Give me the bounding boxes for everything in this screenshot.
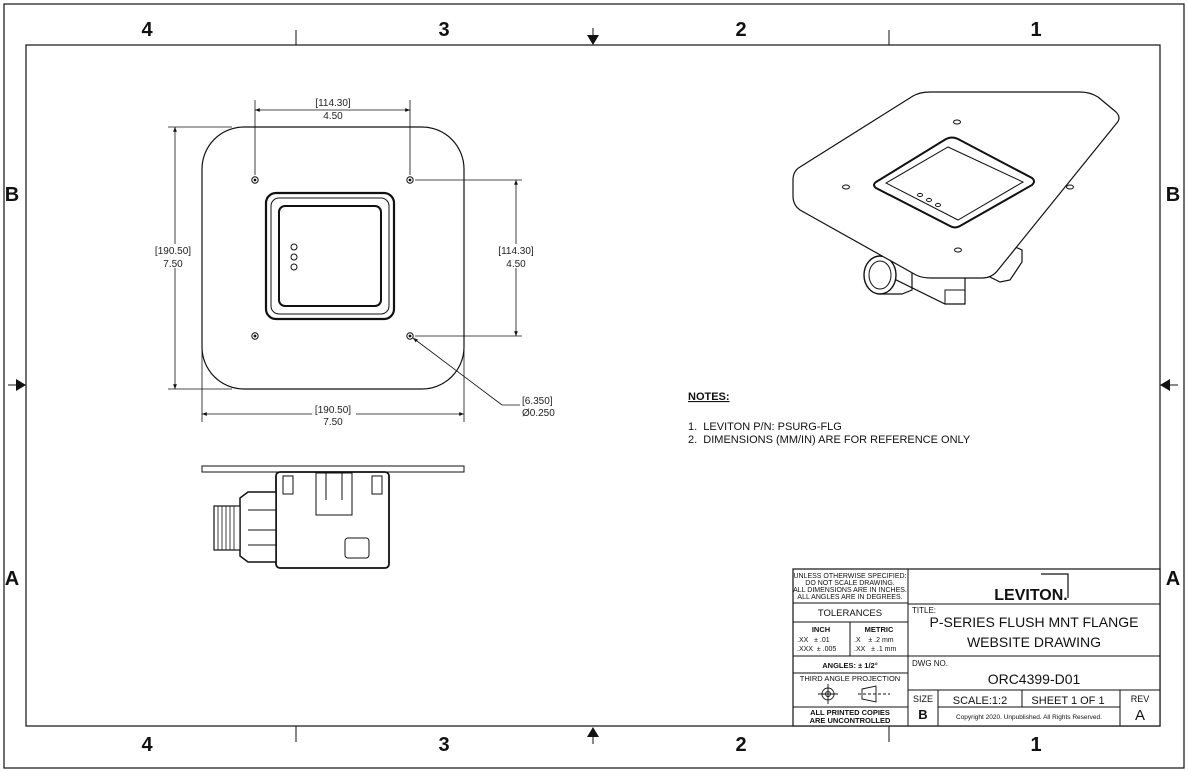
zone-row-a-left: A <box>5 568 19 590</box>
iso-housing <box>873 136 1035 229</box>
notes-heading: NOTES: <box>688 391 730 403</box>
centering-marks <box>8 28 1178 744</box>
zone-row-b-left: B <box>5 184 19 206</box>
zone-ticks <box>295 30 890 742</box>
title-line-1: P-SERIES FLUSH MNT FLANGE <box>929 614 1138 630</box>
metric-tol-1: .X ± .2 mm <box>854 637 894 644</box>
dim-overall-height-mm: [190.50] <box>155 246 191 257</box>
zone-col-4-top: 4 <box>141 19 153 41</box>
mounting-holes <box>251 176 414 340</box>
sheet-value: SHEET 1 OF 1 <box>1031 695 1104 707</box>
dim-hole-in: Ø0.250 <box>522 408 555 419</box>
dim-hole-leader <box>412 337 520 406</box>
spec-line-4: ALL ANGLES ARE IN DEGREES. <box>797 594 902 601</box>
zone-col-3-top: 3 <box>438 19 449 41</box>
iso-leds <box>917 192 941 208</box>
projection-label: THIRD ANGLE PROJECTION <box>800 674 900 683</box>
metric-tol-2: .XX ± .1 mm <box>854 646 897 653</box>
side-view <box>201 465 465 569</box>
note-2: 2. DIMENSIONS (MM/IN) ARE FOR REFERENCE … <box>688 434 971 446</box>
zone-col-2-bottom: 2 <box>735 734 746 756</box>
inch-tol-2: .XXX ± .005 <box>797 646 836 653</box>
scale-value: SCALE:1:2 <box>953 695 1007 707</box>
dim-overall-width-mm: [190.50] <box>315 405 351 416</box>
dim-bolt-spacing-h-in: 4.50 <box>323 111 343 122</box>
zone-col-2-top: 2 <box>735 19 746 41</box>
copyright-text: Copyright 2020. Unpublished. All Rights … <box>956 714 1102 721</box>
dwg-number: ORC4399-D01 <box>988 671 1081 687</box>
led-indicators <box>290 243 298 271</box>
rev-value: A <box>1135 707 1145 724</box>
dim-bolt-spacing-h-mm: [114.30] <box>315 98 351 109</box>
spec-line-3: ALL DIMENSIONS ARE IN INCHES. <box>793 587 907 594</box>
rev-label: REV <box>1131 694 1150 704</box>
housing-outline <box>264 191 396 321</box>
projection-symbol <box>818 684 890 704</box>
leviton-logo: LEVITON. <box>994 573 1069 604</box>
note-1: 1. LEVITON P/N: PSURG-FLG <box>688 421 842 433</box>
dim-bolt-spacing-v-mm: [114.30] <box>498 246 534 257</box>
top-view: [114.30] 4.50 [190.50] 7.50 [114.30] 4.5… <box>152 98 555 428</box>
angles-tolerance: ANGLES: ± 1/2° <box>822 661 877 670</box>
dim-bolt-spacing-h <box>254 100 411 175</box>
zone-row-b-right: B <box>1166 184 1180 206</box>
outer-frame <box>3 3 1185 769</box>
title-block: UNLESS OTHERWISE SPECIFIED: DO NOT SCALE… <box>792 568 1161 727</box>
dim-overall-width-in: 7.50 <box>323 417 343 428</box>
spec-line-1: UNLESS OTHERWISE SPECIFIED: <box>793 573 906 580</box>
inch-tol-1: .XX ± .01 <box>797 637 830 644</box>
logo-text: LEVITON. <box>994 587 1068 604</box>
copies-line-2: ARE UNCONTROLLED <box>810 716 891 725</box>
size-value: B <box>918 707 927 722</box>
isometric-view <box>792 91 1120 305</box>
spec-line-2: DO NOT SCALE DRAWING. <box>805 580 895 587</box>
iso-holes <box>842 119 1074 253</box>
zone-col-3-bottom: 3 <box>438 734 449 756</box>
zone-col-4-bottom: 4 <box>141 734 153 756</box>
dim-hole-mm: [6.350] <box>522 396 553 407</box>
zone-col-1-bottom: 1 <box>1030 734 1041 756</box>
zone-col-1-top: 1 <box>1030 19 1041 41</box>
flange-plate <box>201 126 465 390</box>
metric-label: METRIC <box>865 625 894 634</box>
dwg-label: DWG NO. <box>912 659 948 668</box>
inch-label: INCH <box>812 625 830 634</box>
title-line-2: WEBSITE DRAWING <box>967 634 1101 650</box>
dim-overall-height-in: 7.50 <box>163 259 183 270</box>
tolerances-label: TOLERANCES <box>818 608 882 619</box>
zone-row-a-right: A <box>1166 568 1180 590</box>
title-label: TITLE: <box>912 606 936 615</box>
size-label: SIZE <box>913 694 933 704</box>
copies-line-1: ALL PRINTED COPIES <box>810 708 890 717</box>
dim-bolt-spacing-v-in: 4.50 <box>506 259 526 270</box>
